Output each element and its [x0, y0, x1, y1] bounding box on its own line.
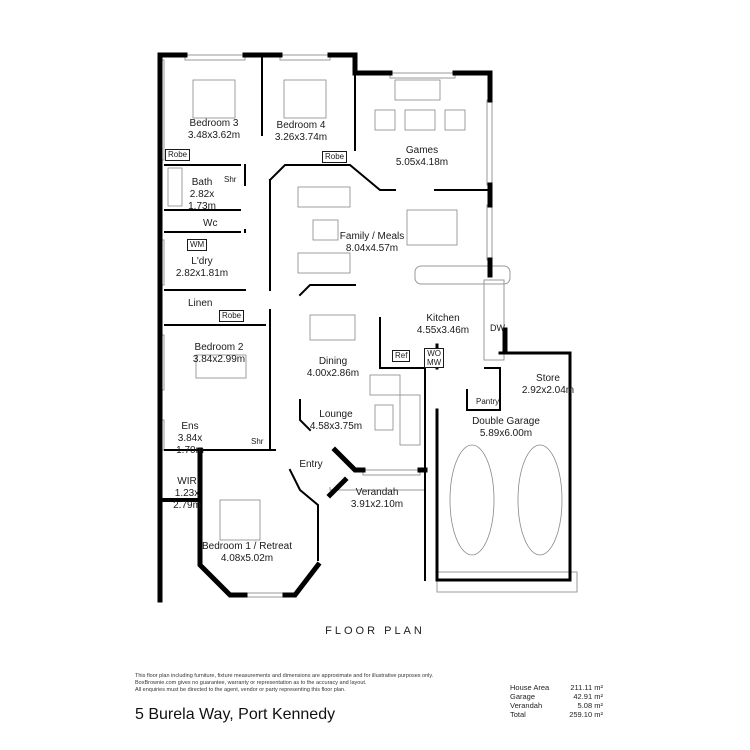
robe-bedroom-2: Robe	[219, 310, 245, 322]
disclaimer-line: BoxBrownie.com gives no guarantee, warra…	[135, 680, 367, 686]
room-dimensions: 3.91x2.10m	[350, 499, 404, 510]
property-address: 5 Burela Way, Port Kennedy	[135, 706, 336, 723]
area-value: 211.11 m²	[570, 683, 603, 692]
room-dining: Dining 4.00x2.86m	[307, 356, 359, 380]
window	[486, 99, 493, 186]
room-name: Kitchen	[426, 313, 460, 324]
room-name: Store	[536, 373, 560, 384]
room-name: Bedroom 1 / Retreat	[201, 541, 293, 552]
room-games: Games 5.05x4.18m	[396, 145, 448, 169]
room-dimensions: 5.89x6.00m	[479, 428, 533, 439]
room-family-meals: Family / Meals 8.04x4.57m	[340, 231, 404, 255]
area-row: Verandah 5.08 m²	[510, 701, 603, 710]
room-bath: Bath 2.82x 1.73m	[188, 177, 216, 213]
area-row: House Area 211.11 m²	[510, 683, 603, 692]
microwave-label: MW	[427, 358, 442, 367]
room-name: Dining	[318, 356, 348, 367]
disclaimer: This floor plan including furniture, fix…	[135, 673, 433, 694]
room-entry: Entry	[299, 459, 322, 471]
area-label: Verandah	[510, 701, 543, 710]
room-store: Store 2.92x2.04m	[522, 373, 574, 397]
room-dimensions: 3.84x2.99m	[192, 354, 246, 365]
wall-oven-label: WO	[427, 349, 441, 358]
room-dimensions: 1.73m	[188, 201, 216, 212]
area-value: 5.08 m²	[577, 701, 603, 710]
room-dimensions: 2.82x1.81m	[175, 268, 229, 279]
window	[486, 204, 493, 261]
room-bedroom-2: Bedroom 2 3.84x2.99m	[193, 342, 245, 366]
kitchen-bench	[414, 265, 511, 285]
disclaimer-line: All enquiries must be directed to the ag…	[135, 687, 346, 693]
area-label: Garage	[510, 692, 536, 701]
area-label: Total	[510, 710, 526, 719]
room-name: Double Garage	[472, 416, 540, 427]
room-double-garage: Double Garage 5.89x6.00m	[472, 416, 540, 440]
dishwasher: DW	[490, 323, 505, 333]
area-label: House Area	[510, 683, 550, 692]
disclaimer-line: This floor plan including furniture, fix…	[135, 673, 434, 679]
refrigerator: Ref	[392, 350, 411, 362]
window	[362, 469, 421, 476]
room-lounge: Lounge 4.58x3.75m	[310, 409, 362, 433]
wc: Wc	[203, 218, 218, 229]
room-dimensions: 3.48x3.62m	[187, 130, 241, 141]
area-value: 42.91 m²	[573, 692, 603, 701]
room-name: Bedroom 3	[189, 118, 239, 129]
room-kitchen: Kitchen 4.55x3.46m	[417, 313, 469, 337]
robe-bedroom-3: Robe	[165, 149, 191, 161]
room-verandah: Verandah 3.91x2.10m	[351, 487, 403, 511]
room-name: L'dry	[191, 256, 213, 267]
room-wir: WIR 1.23x 2.79m	[173, 476, 201, 512]
room-name: Lounge	[319, 409, 353, 420]
room-bedroom-1-retreat: Bedroom 1 / Retreat 4.08x5.02m	[202, 541, 292, 565]
room-dimensions: 4.00x2.86m	[306, 368, 360, 379]
window	[279, 54, 331, 61]
area-value: 259.10 m²	[569, 710, 603, 719]
room-dimensions: 4.58x3.75m	[309, 421, 363, 432]
room-dimensions: 2.92x2.04m	[521, 385, 575, 396]
area-row: Total 259.10 m²	[510, 710, 603, 719]
room-laundry: L'dry 2.82x1.81m	[176, 256, 228, 280]
window	[184, 54, 246, 61]
room-name: Bedroom 2	[194, 342, 244, 353]
floor-plan-title: FLOOR PLAN	[325, 625, 425, 637]
room-name: WIR	[177, 476, 197, 487]
window	[244, 592, 286, 598]
room-name: Ens	[181, 421, 199, 432]
room-dimensions: 3.84x	[177, 433, 203, 444]
wall-oven-microwave: WO MW	[424, 348, 445, 368]
room-dimensions: 1.70m	[176, 445, 204, 456]
robe-bedroom-4: Robe	[322, 151, 348, 163]
kitchen-counter	[483, 279, 505, 361]
room-dimensions: 1.23x	[174, 488, 200, 499]
garage-apron	[436, 571, 578, 593]
room-bedroom-4: Bedroom 4 3.26x3.74m	[275, 120, 327, 144]
window	[389, 72, 456, 79]
room-name: Games	[405, 145, 439, 156]
linen: Linen	[188, 298, 213, 309]
area-row: Garage 42.91 m²	[510, 692, 603, 701]
room-dimensions: 4.55x3.46m	[416, 325, 470, 336]
room-name: Bedroom 4	[276, 120, 326, 131]
room-dimensions: 4.08x5.02m	[220, 553, 274, 564]
room-dimensions: 8.04x4.57m	[345, 243, 399, 254]
room-dimensions: 2.82x	[189, 189, 215, 200]
room-name: Verandah	[355, 487, 399, 498]
washing-machine: WM	[187, 239, 208, 251]
room-bedroom-3: Bedroom 3 3.48x3.62m	[188, 118, 240, 142]
area-summary-table: House Area 211.11 m² Garage 42.91 m² Veran…	[510, 683, 603, 719]
room-dimensions: 3.26x3.74m	[274, 132, 328, 143]
room-name: Entry	[299, 459, 323, 470]
room-dimensions: 5.05x4.18m	[395, 157, 449, 168]
room-name: Family / Meals	[339, 231, 405, 242]
room-name: Bath	[191, 177, 213, 188]
pantry: Pantry	[476, 397, 500, 406]
shower-ensuite: Shr	[251, 437, 264, 446]
room-ensuite: Ens 3.84x 1.70m	[176, 421, 204, 457]
room-dimensions: 2.79m	[173, 500, 201, 511]
shower-bath: Shr	[224, 175, 237, 184]
